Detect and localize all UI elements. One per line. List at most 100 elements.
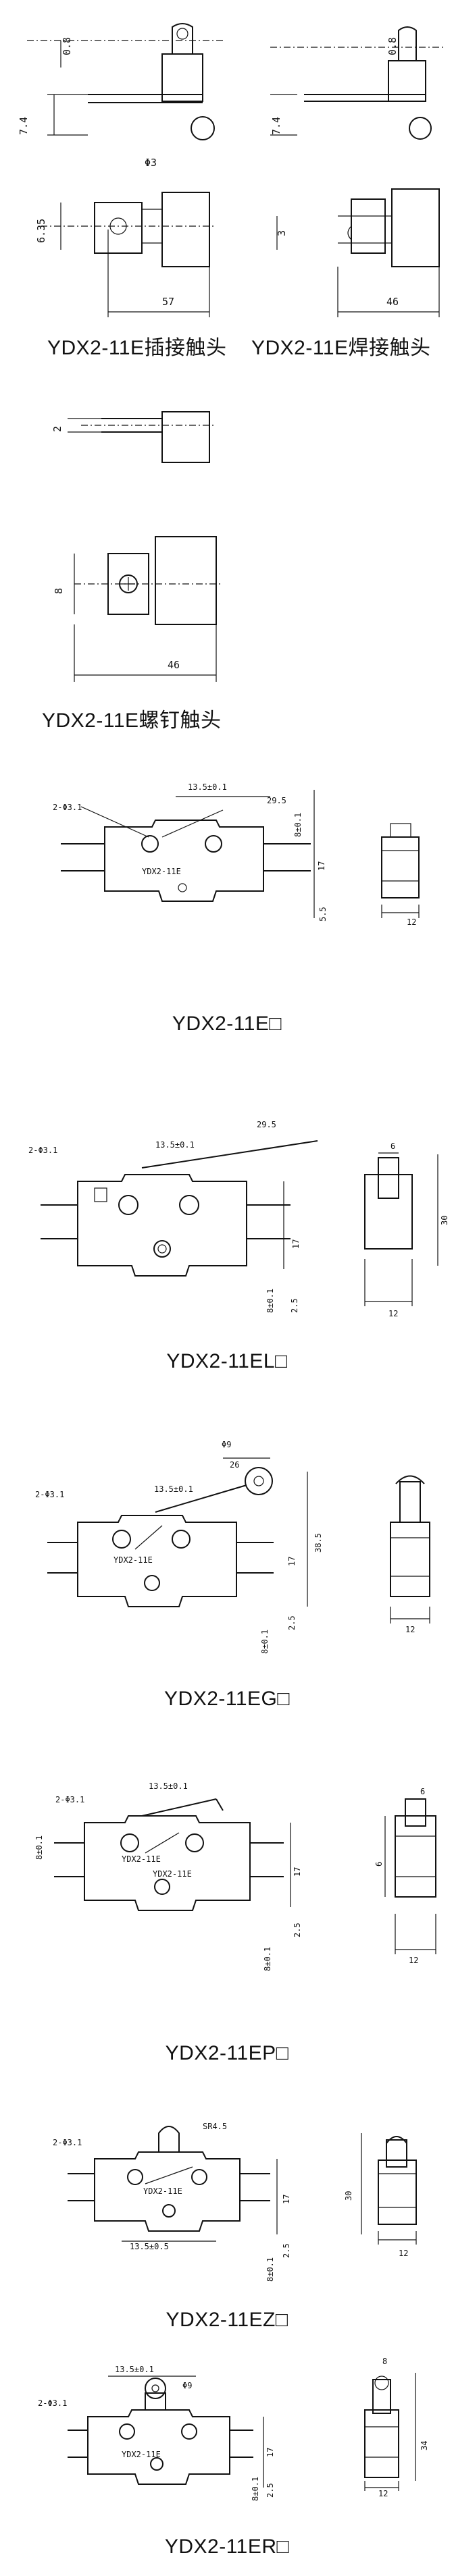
caption-ep: YDX2-11EP□ (165, 2042, 289, 2064)
switch-el-body (41, 1140, 318, 1277)
screw-drawing: 2 8 46 (51, 411, 223, 682)
screw-contact-front (74, 536, 223, 682)
dim-weld-0.8: 0.8 (386, 37, 399, 55)
dim-ez-30: 30 (344, 2191, 353, 2201)
dim-eg-holes: 2-Φ3.1 (35, 1490, 64, 1499)
dim-er-13.5: 13.5±0.1 (115, 2365, 154, 2374)
dim-er-2.5: 2.5 (266, 2483, 275, 2498)
dim-ep-2.5: 2.5 (293, 1923, 302, 1937)
switch-e-body (61, 790, 315, 918)
dim-ep-6: 6 (420, 1787, 425, 1796)
body-label-eg: YDX2-11E (114, 1555, 153, 1565)
insert-contact-front (41, 192, 216, 317)
dim-er-17: 17 (266, 2448, 275, 2457)
dim-el-holes: 2-Φ3.1 (28, 1146, 57, 1155)
screw-contact-top (68, 411, 216, 463)
dim-weld-7.4: 7.4 (270, 117, 282, 135)
body-label-ep-2: YDX2-11E (153, 1869, 192, 1879)
switch-eg-side (390, 1475, 430, 1624)
caption-weld: YDX2-11E焊接触头 (251, 337, 431, 359)
switch-el-side (364, 1152, 438, 1306)
switch-er-side (364, 2373, 416, 2491)
dim-ep-side-6: 6 (374, 1862, 384, 1867)
weld-contact-top (270, 26, 446, 140)
body-label-er: YDX2-11E (122, 2450, 161, 2459)
figure-ep: 2-Φ3.1 13.5±0.1 8±0.1 17 2.5 8±0.1 6 12 … (0, 1748, 454, 2099)
figure-ez: 2-Φ3.1 SR4.5 17 13.5±0.5 8±0.1 2.5 30 12… (0, 2099, 454, 2356)
body-label-ep: YDX2-11E (122, 1854, 161, 1864)
dim-screw-8: 8 (53, 588, 65, 594)
dim-eg-8: 8±0.1 (260, 1630, 270, 1654)
dim-er-side-8: 8 (382, 2357, 387, 2366)
caption-ez: YDX2-11EZ□ (166, 2309, 288, 2331)
dim-e-12: 12 (407, 917, 416, 927)
dim-e-holes: 2-Φ3.1 (53, 803, 82, 812)
caption-eg: YDX2-11EG□ (164, 1688, 290, 1710)
caption-e: YDX2-11E□ (172, 1013, 282, 1035)
dim-el-6: 6 (390, 1142, 395, 1151)
dim-ep-17: 17 (293, 1867, 302, 1877)
dim-screw-2: 2 (51, 426, 64, 432)
dim-weld-3: 3 (276, 230, 288, 236)
caption-insert: YDX2-11E插接触头 (47, 337, 227, 359)
dim-insert-57: 57 (162, 296, 174, 308)
dim-ez-holes: 2-Φ3.1 (53, 2138, 82, 2147)
switch-ez-body (68, 2126, 278, 2242)
dim-e-8: 8±0.1 (293, 813, 303, 837)
switch-ep-body (54, 1798, 291, 1911)
dim-insert-6.35: 6.35 (35, 219, 47, 243)
dim-ez-sr4.5: SR4.5 (203, 2122, 227, 2131)
drawing-ez: 2-Φ3.1 SR4.5 17 13.5±0.5 8±0.1 2.5 30 12… (53, 2122, 417, 2282)
drawing-ep: 2-Φ3.1 13.5±0.1 8±0.1 17 2.5 8±0.1 6 12 … (34, 1781, 436, 1971)
dim-insert-phi3: Φ3 (145, 157, 157, 169)
terminal-figures: 0.8 7.4 Φ3 6.35 57 0.8 (0, 0, 454, 365)
dim-ez-12: 12 (399, 2249, 408, 2258)
dim-el-30: 30 (440, 1216, 449, 1225)
dim-e-5.5: 5.5 (318, 907, 328, 921)
drawing-el: 2-Φ3.1 13.5±0.1 29.5 17 8±0.1 2.5 6 30 1… (28, 1120, 449, 1318)
dim-ez-17: 17 (282, 2195, 291, 2204)
dim-ep-12: 12 (409, 1956, 418, 1965)
caption-er: YDX2-11ER□ (164, 2535, 290, 2558)
figure-e: 2-Φ3.1 13.5±0.1 8±0.1 29.5 17 5.5 12 YDX… (0, 736, 454, 1073)
switch-er-body (68, 2376, 264, 2488)
switch-ep-side (384, 1798, 436, 1954)
dim-er-34: 34 (420, 2441, 429, 2450)
dim-weld-46: 46 (386, 296, 399, 308)
dim-ep-13.5: 13.5±0.1 (149, 1781, 188, 1791)
body-label-ez: YDX2-11E (143, 2186, 182, 2196)
figure-eg: Φ9 26 2-Φ3.1 13.5±0.1 38.5 17 8±0.1 2.5 … (0, 1411, 454, 1748)
dim-el-13.5: 13.5±0.1 (155, 1140, 195, 1150)
drawing-eg: Φ9 26 2-Φ3.1 13.5±0.1 38.5 17 8±0.1 2.5 … (35, 1440, 430, 1654)
dim-e-29.5: 29.5 (267, 796, 286, 805)
dim-er-8: 8±0.1 (251, 2477, 260, 2501)
terminal-drawings: 0.8 7.4 Φ3 6.35 57 0.8 (18, 23, 446, 317)
drawing-er: 13.5±0.1 Φ9 2-Φ3.1 8±0.1 17 2.5 8 34 12 … (38, 2357, 429, 2501)
dim-insert-0.8: 0.8 (61, 37, 73, 55)
dim-eg-38.5: 38.5 (313, 1533, 323, 1553)
switch-e-side (381, 823, 420, 918)
dim-ez-13.5: 13.5±0.5 (130, 2242, 169, 2251)
screw-figure: 2 8 46 YDX2-11E螺钉触头 (0, 365, 454, 736)
dim-er-12: 12 (378, 2489, 388, 2498)
dim-eg-26: 26 (230, 1460, 239, 1470)
insert-contact-top (27, 23, 223, 140)
dim-eg-2.5: 2.5 (287, 1615, 297, 1630)
dim-e-13.5: 13.5±0.1 (188, 782, 227, 792)
dim-screw-46: 46 (168, 659, 180, 671)
switch-ez-side (361, 2133, 417, 2245)
dim-eg-13.5: 13.5±0.1 (154, 1484, 193, 1494)
figure-er: 13.5±0.1 Φ9 2-Φ3.1 8±0.1 17 2.5 8 34 12 … (0, 2356, 454, 2576)
dim-ep-8-left: 8±0.1 (34, 1835, 44, 1860)
dim-eg-phi9: Φ9 (222, 1440, 231, 1449)
dim-ep-holes: 2-Φ3.1 (55, 1795, 84, 1804)
dim-ez-8: 8±0.1 (266, 2257, 275, 2282)
dim-eg-17: 17 (287, 1557, 297, 1566)
dim-el-12: 12 (388, 1309, 398, 1318)
weld-contact-front (276, 188, 440, 317)
dim-ep-8: 8±0.1 (263, 1947, 272, 1971)
dim-el-8: 8±0.1 (266, 1289, 275, 1313)
drawing-e: 2-Φ3.1 13.5±0.1 8±0.1 29.5 17 5.5 12 YDX… (53, 782, 420, 927)
caption-screw: YDX2-11E螺钉触头 (42, 709, 222, 732)
dim-insert-7.4: 7.4 (18, 117, 30, 135)
